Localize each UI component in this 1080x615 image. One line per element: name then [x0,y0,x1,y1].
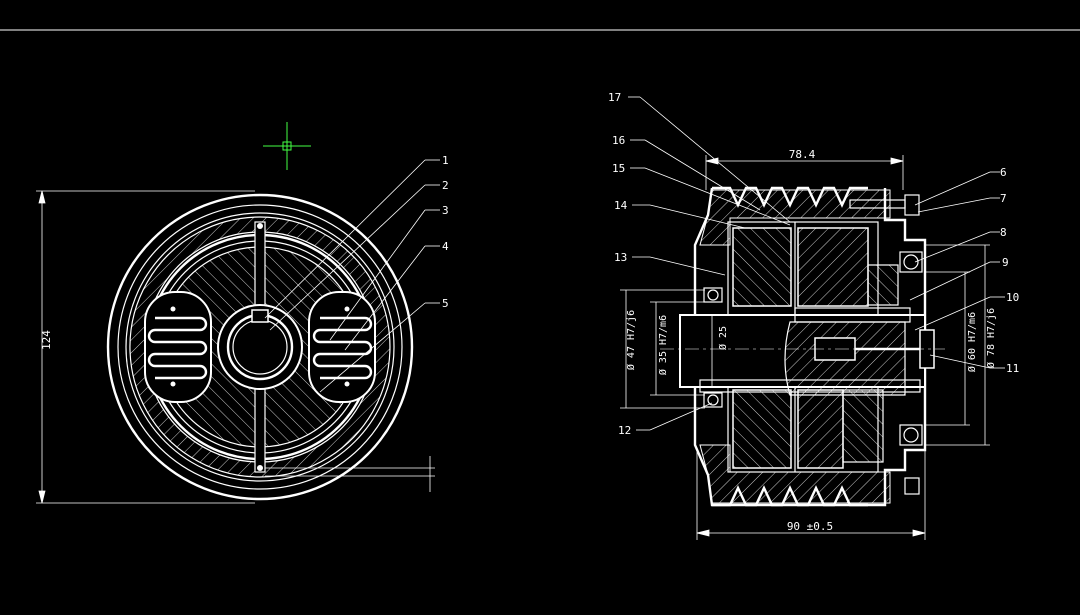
coil-block-bottom-left [732,389,792,469]
diameter-dimensions [620,244,990,446]
balloon-3: 3 [442,204,449,217]
section-leaders-left [628,96,791,431]
balloon-17: 17 [608,91,621,104]
spring-pocket-left [144,291,212,403]
coil-block-top-right [797,227,869,307]
dimension-shaft-35: Ø 35 H7/m6 [657,315,669,375]
dimension-height-label: 124 [40,330,53,350]
balloon-16: 16 [612,134,625,147]
spring-coil-right [312,316,373,380]
outer-pulley-ring [106,193,414,501]
coil-block-top-left [732,227,792,307]
balloon-15: 15 [612,162,625,175]
dimension-height[interactable] [36,190,255,504]
dimension-top[interactable] [705,155,904,190]
dimension-bore-60: Ø 60 H7/m6 [966,312,978,372]
balloon-7: 7 [1000,192,1007,205]
dimension-top-label: 78.4 [789,148,816,161]
hub-outer [217,304,303,390]
dimension-bottom[interactable] [696,450,926,540]
housing-hatch-bottom [699,444,891,504]
front-view[interactable]: 124 1 2 3 4 5 [36,154,449,504]
dimension-bottom-label: 90 ±0.5 [787,520,833,533]
balloon-2: 2 [442,179,449,192]
housing-hatch-top [699,189,891,246]
balloon-13: 13 [614,251,627,264]
section-view[interactable]: 78.4 90 ±0.5 Ø 47 H7/j6 Ø 35 H7/m6 Ø 25 … [608,91,1019,540]
coil-block-bottom-right [797,389,844,469]
balloon-10: 10 [1006,291,1019,304]
dimension-shaft-47: Ø 47 H7/j6 [625,310,637,370]
balloon-14: 14 [614,199,628,212]
dimension-gap [265,456,435,492]
spring-pocket-right [308,291,376,403]
balloon-11: 11 [1006,362,1019,375]
balloon-5: 5 [442,297,449,310]
spring-coil-left [147,316,208,380]
balloon-4: 4 [442,240,449,253]
section-leaders-right [909,171,1005,369]
balloon-6: 6 [1000,166,1007,179]
front-leaders [264,159,440,393]
balloon-9: 9 [1002,256,1009,269]
dimension-shaft-25: Ø 25 [717,326,729,350]
balloon-12: 12 [618,424,631,437]
bearings [703,251,923,446]
balloon-8: 8 [1000,226,1007,239]
crosshair-cursor-icon [263,122,311,170]
keyway [251,309,269,323]
balloon-1: 1 [442,154,449,167]
dimension-bore-78: Ø 78 H7/j6 [985,308,997,368]
